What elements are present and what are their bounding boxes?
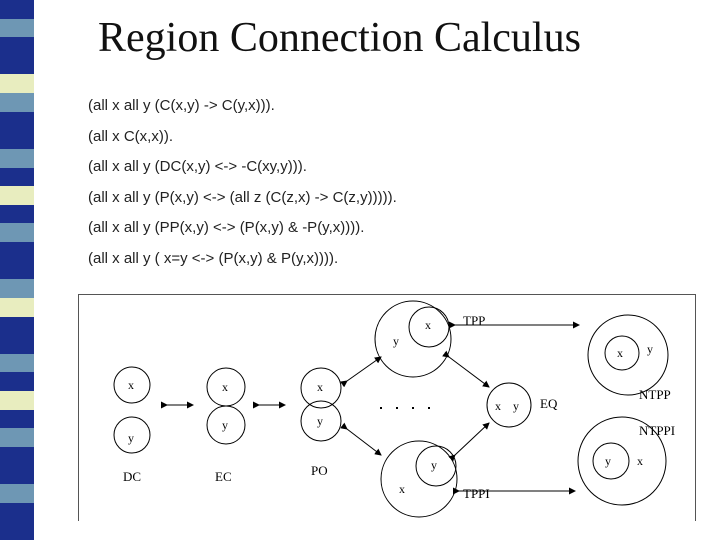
stripe-block	[0, 223, 34, 243]
formula-line: (all x C(x,x)).	[88, 127, 173, 145]
stripe-block	[0, 130, 34, 150]
dc-region-x	[113, 366, 151, 404]
arrow-tpp-eq	[442, 350, 490, 388]
formula-line: (all x all y (P(x,y) <-> (all z (C(z,x) …	[88, 188, 397, 206]
ntppi-y-label: y	[605, 454, 611, 468]
ntppi-x-label: x	[637, 454, 643, 468]
ntppi-region-x	[577, 416, 667, 506]
stripe-block	[0, 297, 34, 318]
decorative-side-stripe	[0, 0, 34, 540]
tppi-x-label: x	[399, 482, 405, 496]
stripe-block	[0, 204, 34, 224]
stripe-block	[0, 372, 34, 392]
eq-region-xy	[486, 382, 532, 428]
stripe-block	[0, 409, 34, 429]
stripe-block	[0, 242, 34, 262]
tpp-region-y	[374, 300, 452, 378]
tpp-y-label: y	[393, 334, 399, 348]
relation-label-dc: DC	[123, 469, 141, 484]
formula-list: (all x all y (C(x,y) -> C(y,x))). (all x…	[88, 96, 397, 279]
stripe-block	[0, 465, 34, 485]
ntppi-region-y	[592, 442, 630, 480]
stripe-block	[0, 18, 34, 38]
stripe-block	[0, 353, 34, 373]
stripe-block	[0, 93, 34, 113]
stripe-block	[0, 521, 34, 540]
formula-line: (all x all y (DC(x,y) <-> -C(xy,y))).	[88, 158, 307, 175]
ntpp-x-label: x	[617, 346, 623, 360]
ec-region-y	[206, 405, 246, 445]
dc-y-label: y	[128, 431, 134, 445]
stripe-block	[0, 391, 34, 411]
stripe-block	[0, 502, 34, 522]
stripe-block	[0, 0, 34, 20]
ec-x-label: x	[222, 380, 228, 394]
slide-title: Region Connection Calculus	[98, 15, 581, 61]
relation-label-tpp: TPP	[463, 313, 485, 328]
ntpp-y-label: y	[647, 342, 653, 356]
stripe-block	[0, 55, 34, 75]
stripe-block	[0, 446, 34, 466]
formula-line: (all x all y (C(x,y) -> C(y,x))).	[88, 97, 275, 114]
arrow-tppi-eq	[448, 422, 490, 462]
tppi-region-x	[380, 440, 458, 518]
stripe-block	[0, 186, 34, 206]
stripe-block	[0, 484, 34, 504]
stripe-block	[0, 74, 34, 94]
po-region-x	[300, 367, 342, 409]
tpp-x-label: x	[425, 318, 431, 332]
stripe-block	[0, 316, 34, 336]
arrow-po-tppi	[340, 422, 382, 456]
po-x-label: x	[317, 380, 323, 394]
relation-label-eq: EQ	[540, 396, 558, 411]
relation-label-ntpp: NTPP	[639, 387, 671, 402]
ntpp-region-x	[604, 335, 640, 371]
po-y-label: y	[317, 414, 323, 428]
formula-line: (all x all y (PP(x,y) <-> (P(x,y) & -P(y…	[88, 219, 365, 236]
relation-label-tppi: TPPI	[463, 486, 490, 501]
formula-line: (all x all y ( x=y <-> (P(x,y) & P(y,x))…	[88, 249, 339, 267]
ec-y-label: y	[222, 418, 228, 432]
stripe-block	[0, 167, 34, 187]
stripe-block	[0, 279, 34, 299]
eq-x-label: x	[495, 399, 501, 413]
arrow-po-tpp	[340, 356, 382, 388]
stripe-block	[0, 111, 34, 131]
relation-label-ntppi: NTPPI	[639, 423, 675, 438]
tppi-y-label: y	[431, 458, 437, 472]
relation-label-po: PO	[311, 463, 328, 478]
stripe-block	[0, 428, 34, 448]
tppi-region-y	[415, 445, 457, 487]
relation-label-ec: EC	[215, 469, 232, 484]
ntpp-region-y	[587, 314, 669, 396]
eq-y-label: y	[513, 399, 519, 413]
dc-x-label: x	[128, 378, 134, 392]
dc-region-y	[113, 416, 151, 454]
stripe-block	[0, 37, 34, 57]
stripe-block	[0, 148, 34, 169]
stripe-block	[0, 260, 34, 280]
stripe-block	[0, 335, 34, 355]
rcc-relations-diagram: x y x y x y x y y x x y x y y x DC EC PO…	[78, 294, 696, 521]
po-region-y	[300, 400, 342, 442]
